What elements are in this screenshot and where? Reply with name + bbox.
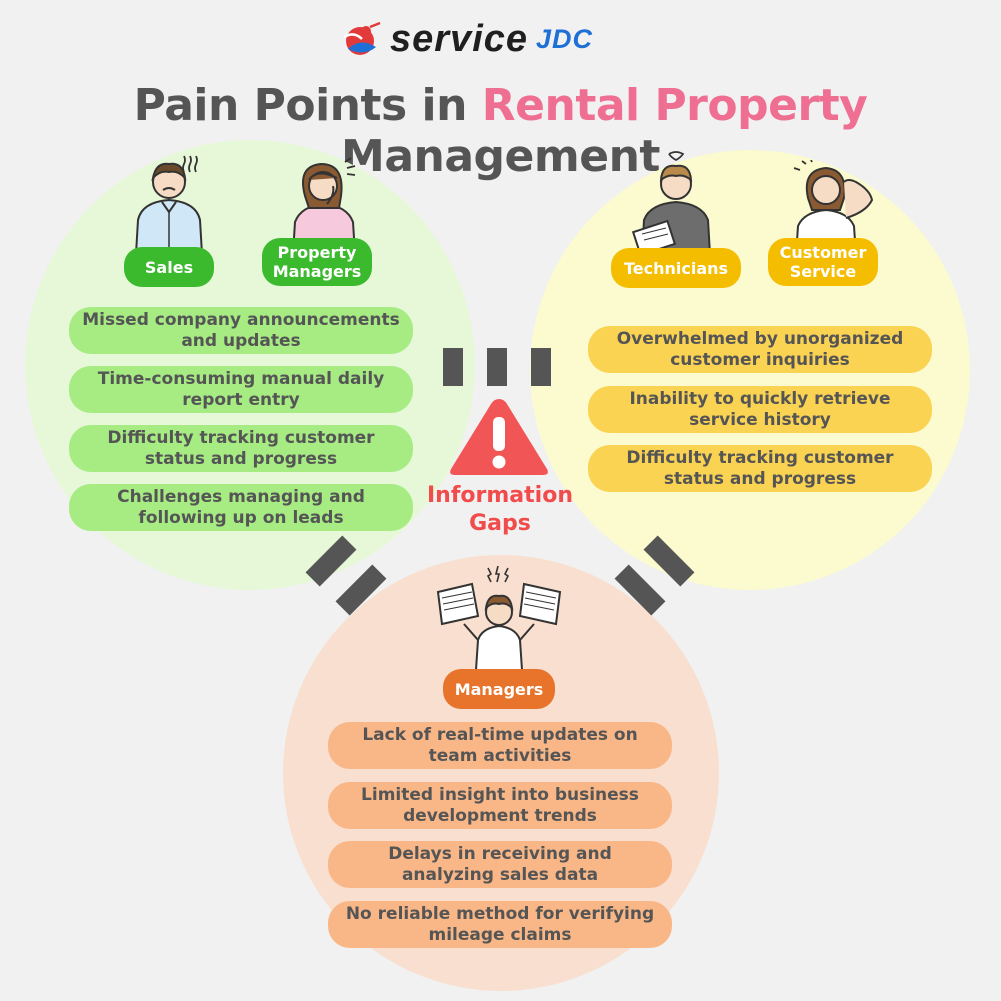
bottom-pain-point-2: Limited insight into business developmen… [328, 782, 672, 829]
left-pain-point-4: Challenges managing and following up on … [69, 484, 413, 531]
page-title: Pain Points in Rental Property Managemen… [0, 80, 1001, 182]
gap-dash-top-1 [443, 348, 463, 386]
left-pain-point-3: Difficulty tracking customer status and … [69, 425, 413, 472]
gap-dash-top-2 [487, 348, 507, 386]
information-gaps-line2: Gaps [469, 511, 531, 536]
role-badge-property-managers: Property Managers [262, 238, 372, 286]
manager-illustration [436, 566, 562, 670]
brand-logo: service JDC [340, 14, 660, 64]
warning-icon [450, 399, 548, 475]
bottom-pain-point-1: Lack of real-time updates on team activi… [328, 722, 672, 769]
title-highlight: Rental Property [481, 80, 868, 131]
right-pain-point-3: Difficulty tracking customer status and … [588, 445, 932, 492]
information-gaps-label: Information Gaps [410, 482, 590, 538]
right-pain-point-2: Inability to quickly retrieve service hi… [588, 386, 932, 433]
left-pain-point-1: Missed company announcements and updates [69, 307, 413, 354]
gap-dash-top-3 [531, 348, 551, 386]
logo-mark-icon [343, 21, 381, 55]
role-badge-managers: Managers [443, 669, 555, 709]
technician-illustration [632, 151, 712, 254]
role-badge-sales: Sales [124, 247, 214, 287]
left-pain-point-2: Time-consuming manual daily report entry [69, 366, 413, 413]
logo-text: service [390, 17, 529, 60]
bottom-pain-point-4: No reliable method for verifying mileage… [328, 901, 672, 948]
title-part2: Management [341, 131, 660, 182]
title-part1: Pain Points in [133, 80, 482, 131]
right-pain-point-1: Overwhelmed by unorganized customer inqu… [588, 326, 932, 373]
role-badge-customer-service: Customer Service [768, 238, 878, 286]
role-badge-technicians: Technicians [611, 248, 741, 288]
bottom-pain-point-3: Delays in receiving and analyzing sales … [328, 841, 672, 888]
information-gaps-line1: Information [427, 483, 573, 508]
sales-person-illustration [134, 155, 204, 254]
logo-suffix: JDC [536, 23, 594, 54]
